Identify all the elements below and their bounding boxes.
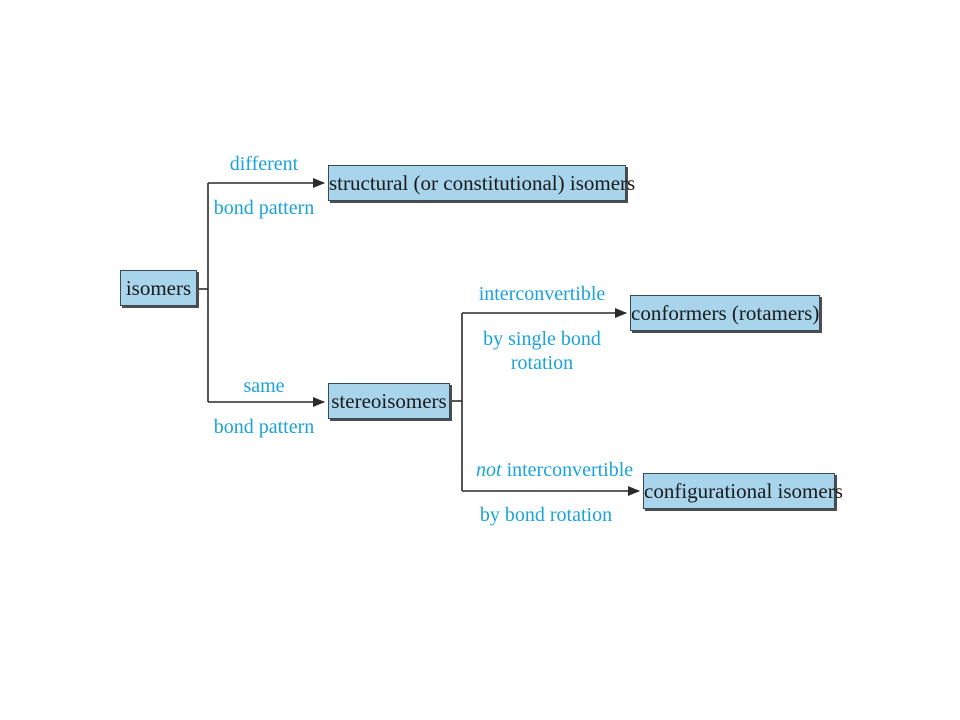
stereoisomers-node: stereoisomers <box>328 383 450 419</box>
label-different: different <box>229 153 299 175</box>
structural-isomers-node: structural (or constitutional) isomers <box>328 165 635 201</box>
label-same: same <box>243 375 285 397</box>
label-by-single-bond: by single bond <box>483 328 601 350</box>
label-bond-pattern-bottom: bond pattern <box>213 416 315 438</box>
configurational-isomers-node: configurational isomers <box>643 473 843 509</box>
label-by-bond-rotation: by bond rotation <box>479 504 613 526</box>
label-bond-pattern-top: bond pattern <box>213 197 315 219</box>
label-rotation: rotation <box>510 352 574 374</box>
isomers-node: isomers <box>120 270 197 306</box>
label-not-emphasis: not <box>476 459 502 481</box>
conformers-node: conformers (rotamers) <box>630 295 820 331</box>
label-not-interconvertible: not interconvertible <box>476 459 633 481</box>
label-not-rest: interconvertible <box>501 459 634 481</box>
label-interconvertible: interconvertible <box>478 283 606 305</box>
